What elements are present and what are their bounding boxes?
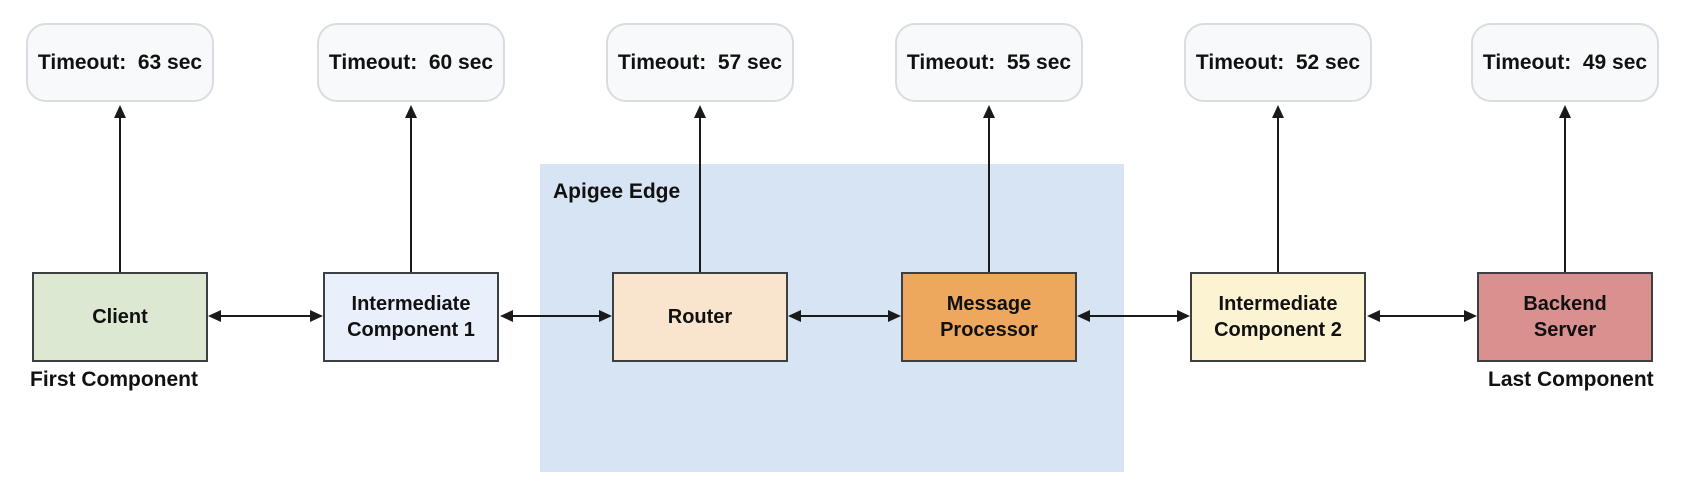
last-component-note: Last Component xyxy=(1488,368,1654,391)
apigee-edge-label: Apigee Edge xyxy=(553,180,681,203)
arrowhead-up-icon xyxy=(983,105,995,118)
arrow-up-icon xyxy=(1557,105,1573,272)
timeout-callout-intermediate-2: Timeout: 52 sec xyxy=(1184,23,1372,102)
timeout-label-intermediate-2: Timeout: 52 sec xyxy=(1195,50,1361,74)
first-component-note: First Component xyxy=(30,368,198,391)
arrowhead-right-icon xyxy=(599,310,612,322)
double-arrow-icon xyxy=(208,308,323,324)
timeout-label-router: Timeout: 57 sec xyxy=(617,50,783,74)
arrow-up-icon xyxy=(1270,105,1286,272)
arrow-line xyxy=(212,315,319,317)
timeout-callout-client: Timeout: 63 sec xyxy=(26,23,214,102)
component-label-intermediate-2: Intermediate Component 2 xyxy=(1214,293,1342,341)
arrow-up-icon xyxy=(692,105,708,272)
timeout-callout-backend: Timeout: 49 sec xyxy=(1471,23,1659,102)
component-box-intermediate-2: Intermediate Component 2 xyxy=(1190,272,1366,362)
arrow-line xyxy=(410,115,412,272)
arrow-line xyxy=(119,115,121,272)
double-arrow-icon xyxy=(788,308,901,324)
timeout-label-message-processor: Timeout: 55 sec xyxy=(906,50,1072,74)
arrow-up-icon xyxy=(981,105,997,272)
component-box-backend: Backend Server xyxy=(1477,272,1653,362)
component-box-intermediate-1: Intermediate Component 1 xyxy=(323,272,499,362)
arrowhead-right-icon xyxy=(1177,310,1190,322)
arrowhead-right-icon xyxy=(1464,310,1477,322)
component-label-intermediate-1: Intermediate Component 1 xyxy=(347,293,475,341)
component-box-message-processor: Message Processor xyxy=(901,272,1077,362)
arrow-line xyxy=(1371,315,1473,317)
arrowhead-right-icon xyxy=(888,310,901,322)
timeout-callout-router: Timeout: 57 sec xyxy=(606,23,794,102)
timeout-callout-message-processor: Timeout: 55 sec xyxy=(895,23,1083,102)
component-label-router: Router xyxy=(667,306,733,328)
arrowhead-up-icon xyxy=(1272,105,1284,118)
arrowhead-up-icon xyxy=(1559,105,1571,118)
arrowhead-right-icon xyxy=(310,310,323,322)
arrowhead-up-icon xyxy=(114,105,126,118)
arrow-up-icon xyxy=(112,105,128,272)
double-arrow-icon xyxy=(500,308,612,324)
timeout-callout-intermediate-1: Timeout: 60 sec xyxy=(317,23,505,102)
arrowhead-up-icon xyxy=(694,105,706,118)
component-box-client: Client xyxy=(32,272,208,362)
arrowhead-up-icon xyxy=(405,105,417,118)
timeout-label-intermediate-1: Timeout: 60 sec xyxy=(328,50,494,74)
arrow-line xyxy=(1081,315,1186,317)
arrow-line xyxy=(699,115,701,272)
component-label-backend: Backend Server xyxy=(1523,293,1607,341)
arrow-line xyxy=(1564,115,1566,272)
arrow-line xyxy=(504,315,608,317)
double-arrow-icon xyxy=(1367,308,1477,324)
timeout-label-backend: Timeout: 49 sec xyxy=(1482,50,1648,74)
arrow-up-icon xyxy=(403,105,419,272)
arrow-line xyxy=(1277,115,1279,272)
component-label-message-processor: Message Processor xyxy=(940,293,1038,341)
component-label-client: Client xyxy=(92,306,148,328)
arrow-line xyxy=(792,315,897,317)
arrow-line xyxy=(988,115,990,272)
double-arrow-icon xyxy=(1077,308,1190,324)
component-box-router: Router xyxy=(612,272,788,362)
timeout-label-client: Timeout: 63 sec xyxy=(37,50,203,74)
